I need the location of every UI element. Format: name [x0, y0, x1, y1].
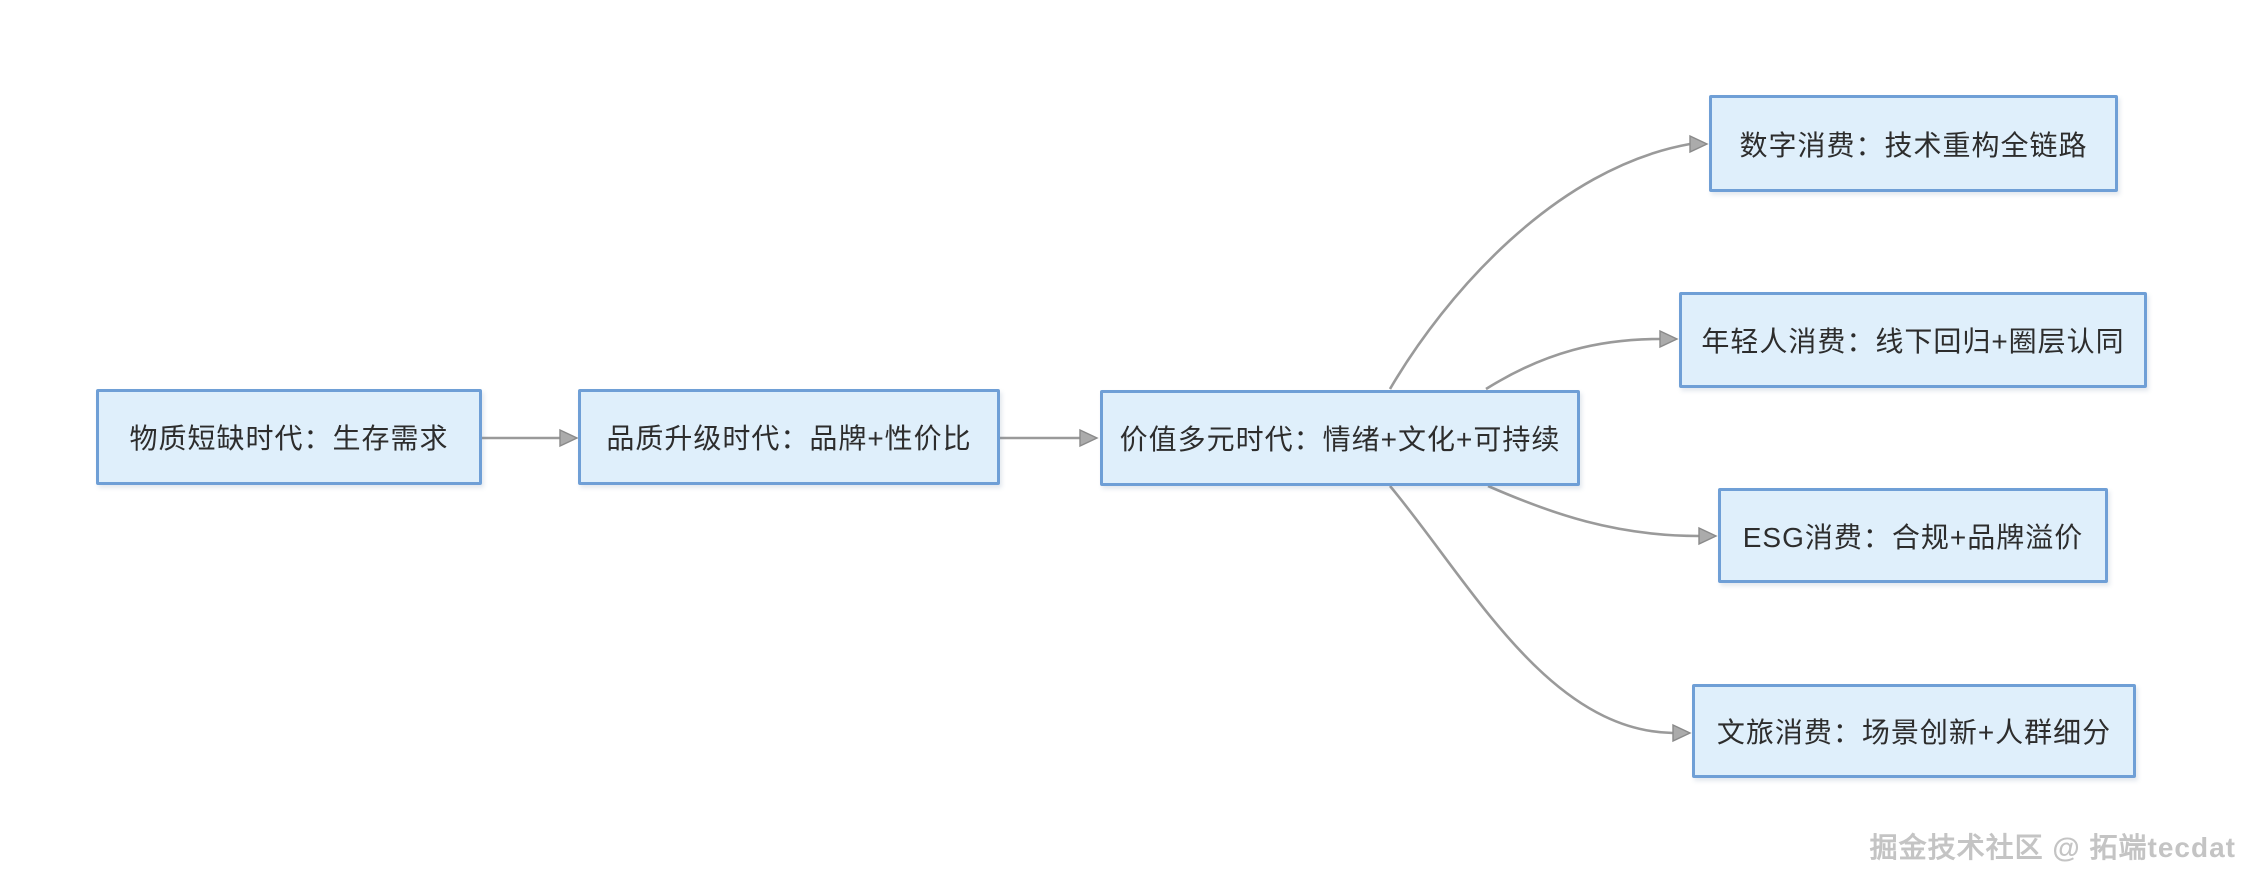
arrowhead-youth: [1659, 329, 1679, 349]
watermark: 掘金技术社区 @ 拓端tecdat: [1869, 832, 2236, 863]
node-quality-upgrade-era[interactable]: 品质升级时代：品牌+性价比: [578, 389, 1000, 485]
edge-era-value-to-digital: [1388, 142, 1691, 390]
node-label: ESG消费：合规+品牌溢价: [1742, 521, 2084, 553]
node-label: 价值多元时代：情绪+文化+可持续: [1119, 424, 1561, 455]
arrowhead-era-quality: [559, 428, 579, 448]
arrowhead-esg: [1698, 526, 1718, 546]
arrowhead-era-value: [1079, 428, 1099, 448]
edge-era-value-to-esg: [1487, 484, 1700, 538]
node-youth-consumption[interactable]: 年轻人消费：线下回归+圈层认同: [1679, 292, 2147, 388]
node-cultural-tourism-consumption[interactable]: 文旅消费：场景创新+人群细分: [1692, 684, 2136, 778]
node-label: 文旅消费：场景创新+人群细分: [1716, 717, 2112, 748]
node-label: 品质升级时代：品牌+性价比: [606, 423, 972, 454]
node-label: 物质短缺时代：生存需求: [129, 423, 449, 454]
edge-era-value-to-tourism: [1389, 485, 1674, 735]
node-digital-consumption[interactable]: 数字消费：技术重构全链路: [1709, 95, 2118, 192]
edge-era-value-to-youth: [1485, 337, 1661, 391]
node-label: 年轻人消费：线下回归+圈层认同: [1701, 326, 2125, 357]
node-diverse-value-era[interactable]: 价值多元时代：情绪+文化+可持续: [1100, 390, 1580, 486]
arrowhead-tourism: [1672, 723, 1692, 743]
node-material-scarcity-era[interactable]: 物质短缺时代：生存需求: [96, 389, 482, 485]
arrowhead-digital: [1689, 134, 1709, 154]
node-esg-consumption[interactable]: ESG消费：合规+品牌溢价: [1718, 488, 2108, 583]
node-label: 数字消费：技术重构全链路: [1739, 129, 2088, 161]
